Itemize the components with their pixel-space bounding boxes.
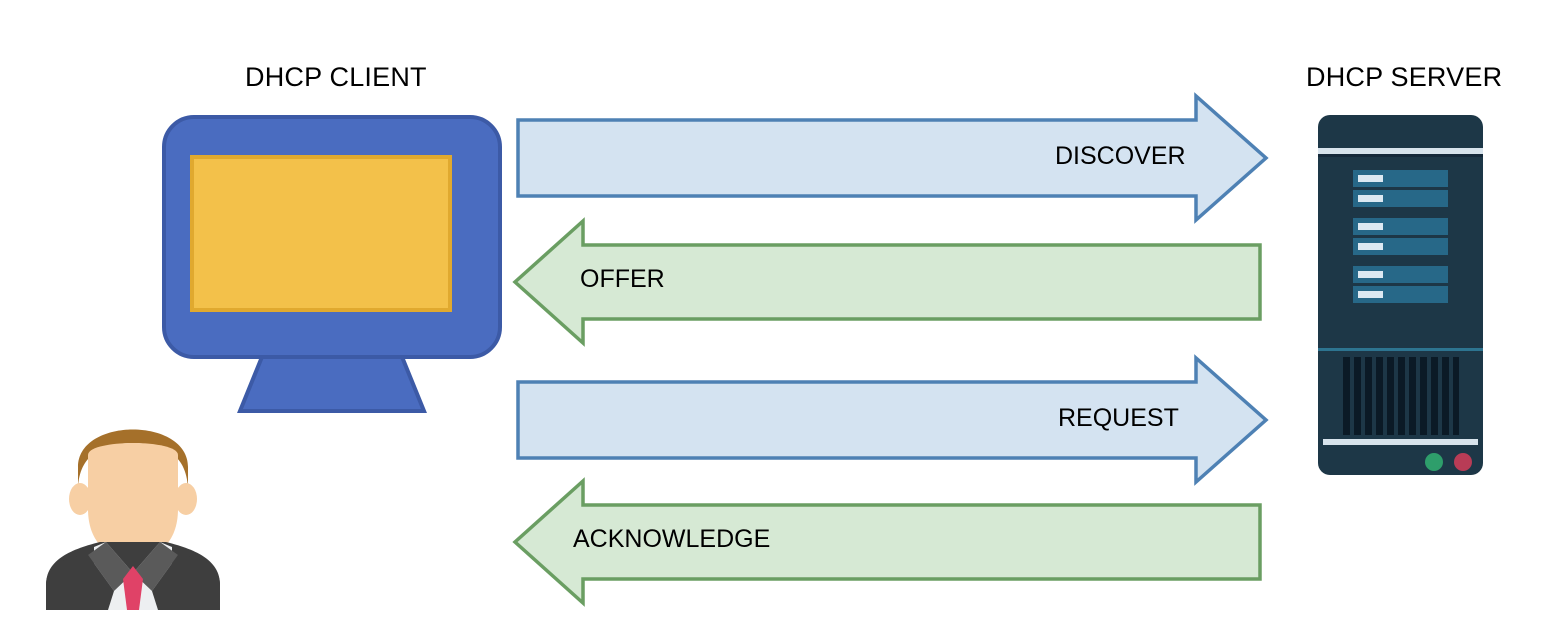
avatar-hair [78, 429, 188, 491]
alert-led-icon [1454, 453, 1472, 471]
arrow-label-discover: DISCOVER [1055, 142, 1186, 170]
avatar-lapel-right [133, 542, 178, 591]
server-top-shadow [1318, 154, 1483, 157]
avatar-suit-right [152, 555, 220, 610]
arrow-label-offer: OFFER [580, 265, 665, 293]
client-title: DHCP CLIENT [245, 62, 427, 92]
server-title: DHCP SERVER [1306, 62, 1503, 92]
server-bottom-divider [1323, 439, 1478, 445]
server-vent-divider [1318, 348, 1483, 351]
desktop-monitor-icon [162, 115, 502, 415]
server-top-divider [1318, 148, 1483, 154]
avatar-lapel-left [88, 542, 133, 591]
server-drive-bays [1353, 170, 1448, 303]
arrow-label-request: REQUEST [1058, 404, 1179, 432]
server-vent-grille [1343, 357, 1459, 435]
server-tower-icon [1318, 115, 1483, 475]
avatar-ear-right [175, 483, 197, 515]
power-led-icon [1425, 453, 1443, 471]
avatar-face [88, 443, 178, 559]
monitor-screen [190, 155, 452, 312]
businessman-avatar-icon [38, 395, 228, 610]
avatar-ear-left [69, 483, 91, 515]
avatar-suit-left [46, 555, 114, 610]
arrow-label-acknowledge: ACKNOWLEDGE [573, 525, 771, 553]
avatar-tie [123, 566, 143, 610]
